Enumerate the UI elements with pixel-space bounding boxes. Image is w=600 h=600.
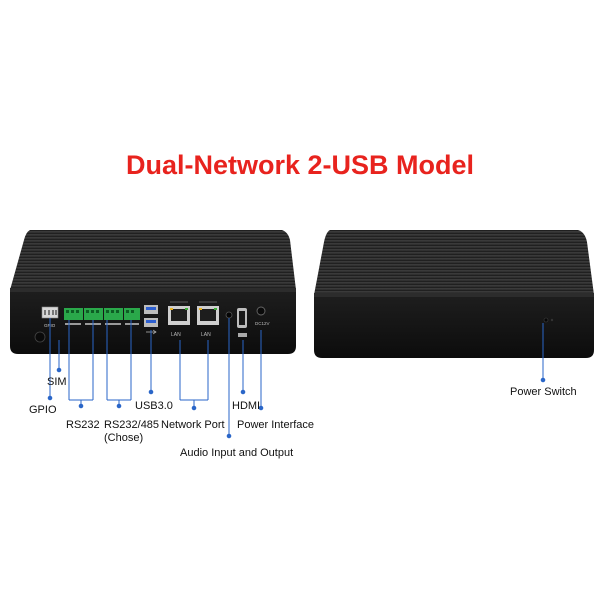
lan-port-1-label: LAN	[171, 332, 181, 338]
callout-lines	[47, 318, 546, 439]
lan-port-1	[168, 306, 190, 325]
terminal-block-rs485	[104, 308, 140, 320]
device-back-view	[314, 230, 594, 358]
callout-rs232: RS232	[66, 419, 100, 431]
callout-hdmi: HDMI	[232, 400, 261, 412]
callout-gpio: GPIO	[29, 404, 57, 416]
device-front-view: GPIO	[10, 230, 296, 354]
device-edge	[10, 288, 296, 292]
callout-network-port: Network Port	[161, 419, 225, 431]
dc-port-label: DC12V	[255, 321, 270, 326]
device-side-panel	[314, 295, 594, 358]
callout-sim: SIM	[47, 376, 67, 388]
callout-rs485: RS232/485 (Chose)	[104, 419, 160, 444]
audio-jack	[225, 311, 233, 319]
power-switch	[543, 317, 549, 323]
terminal-block-rs232	[64, 308, 103, 320]
lan-port-2	[197, 306, 219, 325]
callout-usb: USB3.0	[135, 400, 173, 412]
callout-power-interface: Power Interface	[237, 419, 315, 431]
callout-power-switch: Power Switch	[510, 386, 577, 398]
sim-slot	[34, 331, 46, 343]
dc-power-jack	[256, 306, 266, 316]
device-top-surface	[314, 230, 594, 295]
device-top-surface	[10, 230, 296, 290]
lan-port-2-label: LAN	[201, 332, 211, 338]
usb-ports	[144, 305, 158, 327]
callout-audio: Audio Input and Output	[180, 447, 294, 459]
page-title: Dual-Network 2-USB Model	[125, 150, 475, 180]
